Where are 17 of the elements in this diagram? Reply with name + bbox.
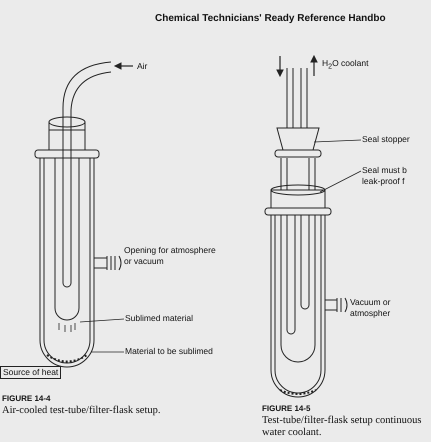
- caption: Air-cooled test-tube/filter-flask setup.: [2, 405, 160, 417]
- text: Vacuum or atmospher: [350, 297, 392, 319]
- callout-label: Material to be sublimed: [125, 346, 213, 357]
- leader-line: [80, 318, 124, 322]
- figure-number: FIGURE 14-4: [2, 393, 50, 404]
- text: Air: [137, 61, 148, 72]
- boxed-label: Source of heat: [0, 366, 62, 379]
- leader-line: [314, 140, 362, 142]
- figure-number: FIGURE 14-5: [262, 403, 310, 414]
- text: H$_{2}$O coolant: [322, 58, 368, 73]
- callout-label: Seal stopper: [362, 134, 410, 145]
- caption: Test-tube/filter-flask setup continuous water coolant.: [262, 415, 422, 439]
- header: Chemical Technicians' Ready Reference Handbo: [155, 13, 386, 24]
- callout-label: Sublimed material: [125, 313, 194, 324]
- leader-line: [320, 170, 362, 192]
- text: Opening for atmosphere or vacuum: [124, 245, 217, 267]
- callout-label: Seal must b leak-proof f: [362, 165, 422, 187]
